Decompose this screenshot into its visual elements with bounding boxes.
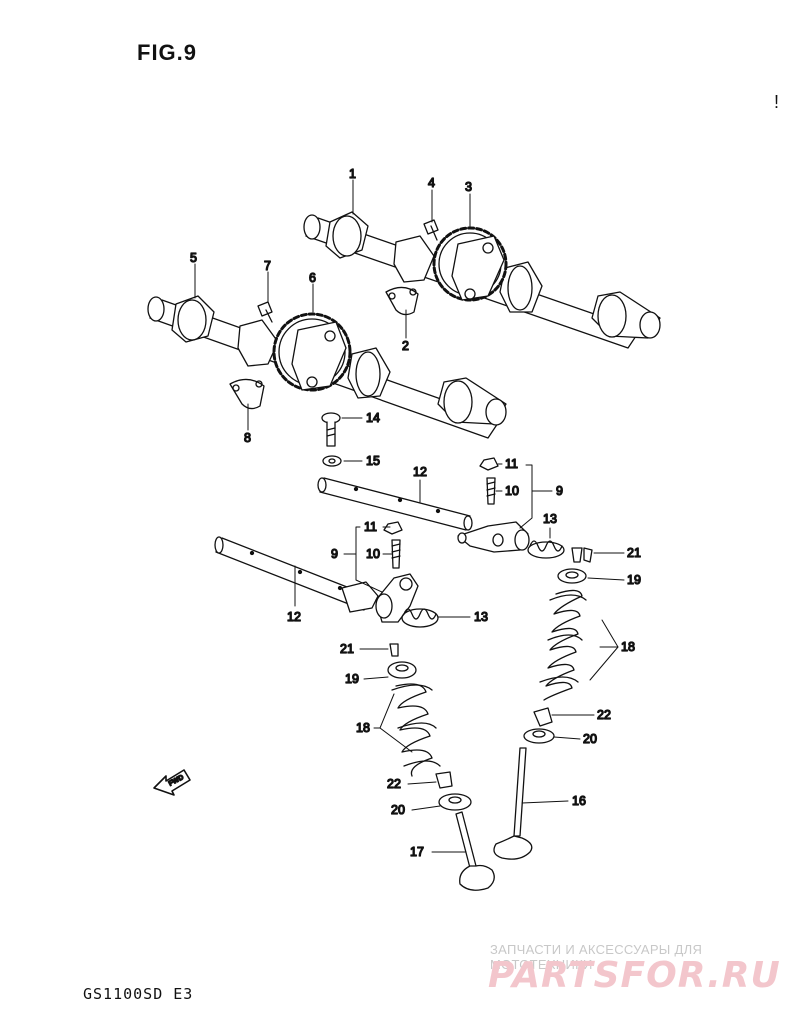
spring-13-upper [527, 540, 565, 559]
bolt-14 [321, 412, 341, 447]
corner-mark: ! [774, 92, 780, 112]
spring-seat-20-upper [523, 728, 555, 744]
callout-21-lower: 21 [340, 642, 354, 656]
sprocket-lower [272, 312, 352, 392]
clamp-6 [229, 378, 265, 410]
callout-6: 8 [244, 431, 251, 445]
callout-4: 4 [428, 176, 435, 190]
callout-21-upper: 21 [627, 546, 641, 560]
callout-8: 7 [264, 259, 271, 273]
rocker-shaft-lower [214, 536, 379, 613]
washer-15 [322, 455, 342, 467]
callout-19-lower: 19 [345, 672, 359, 686]
callout-7: 6 [309, 271, 316, 285]
callout-19-upper: 19 [627, 573, 641, 587]
callout-12-upper: 12 [413, 465, 427, 479]
nut-11-lower [383, 521, 403, 535]
watermark-tagline: ЗАПЧАСТИ И АКСЕССУАРЫ ДЛЯ МОТОТЕХНИКИ [490, 942, 703, 972]
valve-spring-18-lower [391, 683, 441, 777]
callout-16: 16 [572, 794, 586, 808]
callout-labels: 1 2 3 4 5 7 6 8 14 15 12 11 10 9 13 21 1… [189, 166, 641, 859]
model-code: GS1100SD E3 [83, 985, 194, 1003]
callout-18-lower: 18 [356, 721, 370, 735]
adjuster-10-upper [486, 477, 496, 505]
valve-16 [493, 747, 533, 860]
valve-17 [455, 811, 495, 891]
callout-2: 2 [402, 339, 409, 353]
callout-11-upper: 11 [505, 457, 518, 471]
rocker-shaft-upper [317, 477, 473, 531]
callout-10-lower: 10 [366, 547, 380, 561]
callout-10-upper: 10 [505, 484, 519, 498]
callout-13-upper: 13 [543, 512, 557, 526]
callout-18-upper: 18 [621, 640, 635, 654]
callout-5: 5 [190, 251, 197, 265]
callout-13-lower: 13 [474, 610, 488, 624]
callout-12-lower: 12 [287, 610, 301, 624]
cotter-21-lower [389, 643, 399, 657]
rocker-arm-upper [457, 521, 530, 553]
callout-1: 1 [349, 167, 356, 181]
valve-seal-22-lower [435, 771, 453, 789]
rocker-arm-lower [375, 573, 419, 623]
retainer-19-upper [557, 568, 587, 584]
callout-9-upper: 9 [556, 484, 563, 498]
retainer-19-lower [387, 661, 417, 679]
callout-17: 17 [410, 845, 424, 859]
spring-13-lower [401, 608, 439, 628]
callout-22-upper: 22 [597, 708, 611, 722]
valve-seal-22-upper [533, 707, 553, 727]
nut-11-upper [479, 457, 499, 471]
watermark-brand: PARTSFOR.RU [488, 955, 781, 996]
callout-9-lower: 9 [331, 547, 338, 561]
leader-lines [194, 179, 625, 853]
callout-3: 3 [465, 180, 472, 194]
bolt-8 [257, 301, 273, 323]
fwd-arrow-icon: FWD [153, 769, 191, 796]
callout-14: 14 [366, 411, 380, 425]
figure-title: FIG.9 [137, 40, 198, 65]
cotter-21-upper [571, 547, 593, 563]
adjuster-10-lower [391, 539, 401, 569]
clamp-2 [385, 286, 419, 316]
spring-seat-20-lower [438, 793, 472, 811]
bolt-4 [423, 219, 439, 241]
callout-11-lower: 11 [364, 520, 377, 534]
callout-15: 15 [366, 454, 380, 468]
sprocket-upper [432, 226, 508, 302]
valve-spring-18-upper [539, 589, 587, 701]
callout-20-upper: 20 [583, 732, 597, 746]
callout-20-lower: 20 [391, 803, 405, 817]
callout-22-lower: 22 [387, 777, 401, 791]
